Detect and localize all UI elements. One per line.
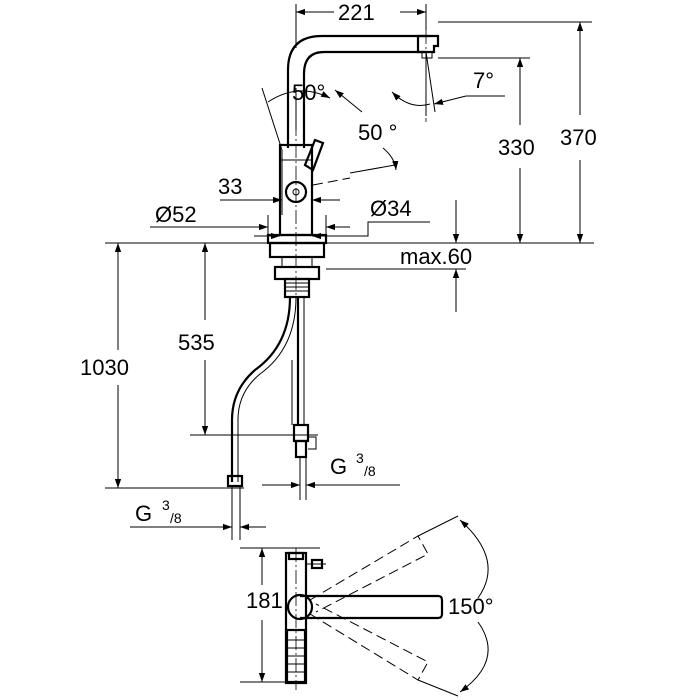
thread-label-left: G — [135, 501, 152, 526]
supply-hose-left — [230, 296, 292, 482]
spout-inner-outline — [302, 50, 426, 148]
svg-text:/8: /8 — [364, 463, 376, 479]
dimension-width-221: 221 — [338, 0, 375, 25]
top-view-collar — [286, 593, 314, 621]
dimension-height-370: 370 — [560, 125, 597, 150]
hose-fitting-left — [226, 474, 244, 488]
top-view-spout — [300, 594, 444, 620]
dimension-angle-150: 150° — [448, 594, 494, 619]
hose-fitting-right — [292, 423, 310, 443]
threaded-shank — [283, 277, 311, 299]
dimension-angle-7: 7° — [473, 68, 494, 93]
dimensions-side-view: 221 370 330 7° 50° 50 ° 33 — [80, 0, 597, 531]
dimensions-top-view: 181 150° — [240, 515, 494, 697]
dimension-angle-50-lever: 50 ° — [358, 120, 397, 145]
thread-label-right: G — [330, 454, 347, 479]
top-view-spout-rotated-down — [309, 603, 429, 681]
faucet-top-view — [284, 535, 444, 690]
dimension-length-535: 535 — [178, 330, 215, 355]
dimension-height-330: 330 — [498, 135, 535, 160]
dimension-diameter-34: Ø34 — [370, 196, 412, 221]
svg-text:3: 3 — [356, 450, 364, 466]
countertop-flange — [268, 241, 326, 259]
mounting-nut — [273, 265, 321, 281]
top-view-spout-rotated-up — [309, 535, 429, 613]
dimension-max-60: max.60 — [400, 244, 472, 269]
lever-handle — [303, 138, 325, 172]
spout-aerator — [416, 34, 440, 54]
svg-text:3: 3 — [162, 497, 170, 513]
dimension-181: 181 — [246, 588, 283, 613]
svg-text:/8: /8 — [170, 510, 182, 526]
dimension-angle-50-top: 50° — [292, 80, 325, 105]
dimension-diameter-52: Ø52 — [155, 202, 197, 227]
dimension-33: 33 — [218, 174, 242, 199]
dimension-length-1030: 1030 — [80, 355, 129, 380]
